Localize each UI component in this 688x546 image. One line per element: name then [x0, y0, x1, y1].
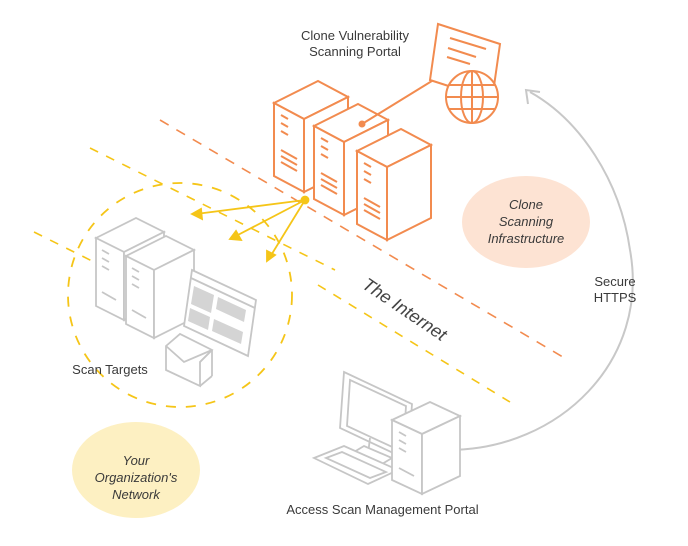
- secure-https-label: Secure HTTPS: [580, 274, 650, 306]
- https-arrow-head: [524, 88, 541, 105]
- scan-targets-label: Scan Targets: [72, 362, 148, 377]
- network-blob-line1: Your: [122, 453, 150, 468]
- portal-connector-dot-start: [358, 120, 366, 128]
- globe-icon: [445, 70, 499, 124]
- network-boundary-line-right: [317, 284, 511, 403]
- scanning-server-3: [354, 127, 434, 242]
- management-keyboard: [311, 445, 401, 485]
- scan-target-email: [165, 332, 214, 388]
- network-blob-label: Your Organization's Network: [76, 452, 196, 503]
- portal-connector: [361, 75, 441, 125]
- scan-targets-circle: [67, 182, 293, 408]
- scan-arrows: [190, 195, 310, 263]
- management-portal-label: Access Scan Management Portal: [286, 502, 479, 517]
- management-tower: [389, 401, 463, 496]
- infra-blob-line1: Clone: [509, 197, 543, 212]
- portal-label: Clone Vulnerability Scanning Portal: [270, 28, 440, 60]
- network-blob-line2: Organization's: [94, 470, 178, 485]
- https-arc: [447, 91, 634, 451]
- portal-label-line1: Clone Vulnerability: [301, 28, 409, 43]
- infra-blob-line3: Infrastructure: [487, 231, 565, 246]
- infra-blob-label: Clone Scanning Infrastructure: [466, 196, 586, 247]
- internet-boundary-line: [159, 119, 569, 361]
- network-blob: [72, 422, 200, 518]
- infra-blob: [462, 176, 590, 268]
- web-app-content-blocks: [188, 286, 246, 344]
- scan-target-server-2: [123, 234, 197, 340]
- secure-https-line2: HTTPS: [593, 290, 637, 305]
- portal-label-line2: Scanning Portal: [309, 44, 401, 59]
- infra-blob-line2: Scanning: [498, 214, 554, 229]
- secure-https-line1: Secure: [594, 274, 636, 289]
- network-blob-line3: Network: [112, 487, 160, 502]
